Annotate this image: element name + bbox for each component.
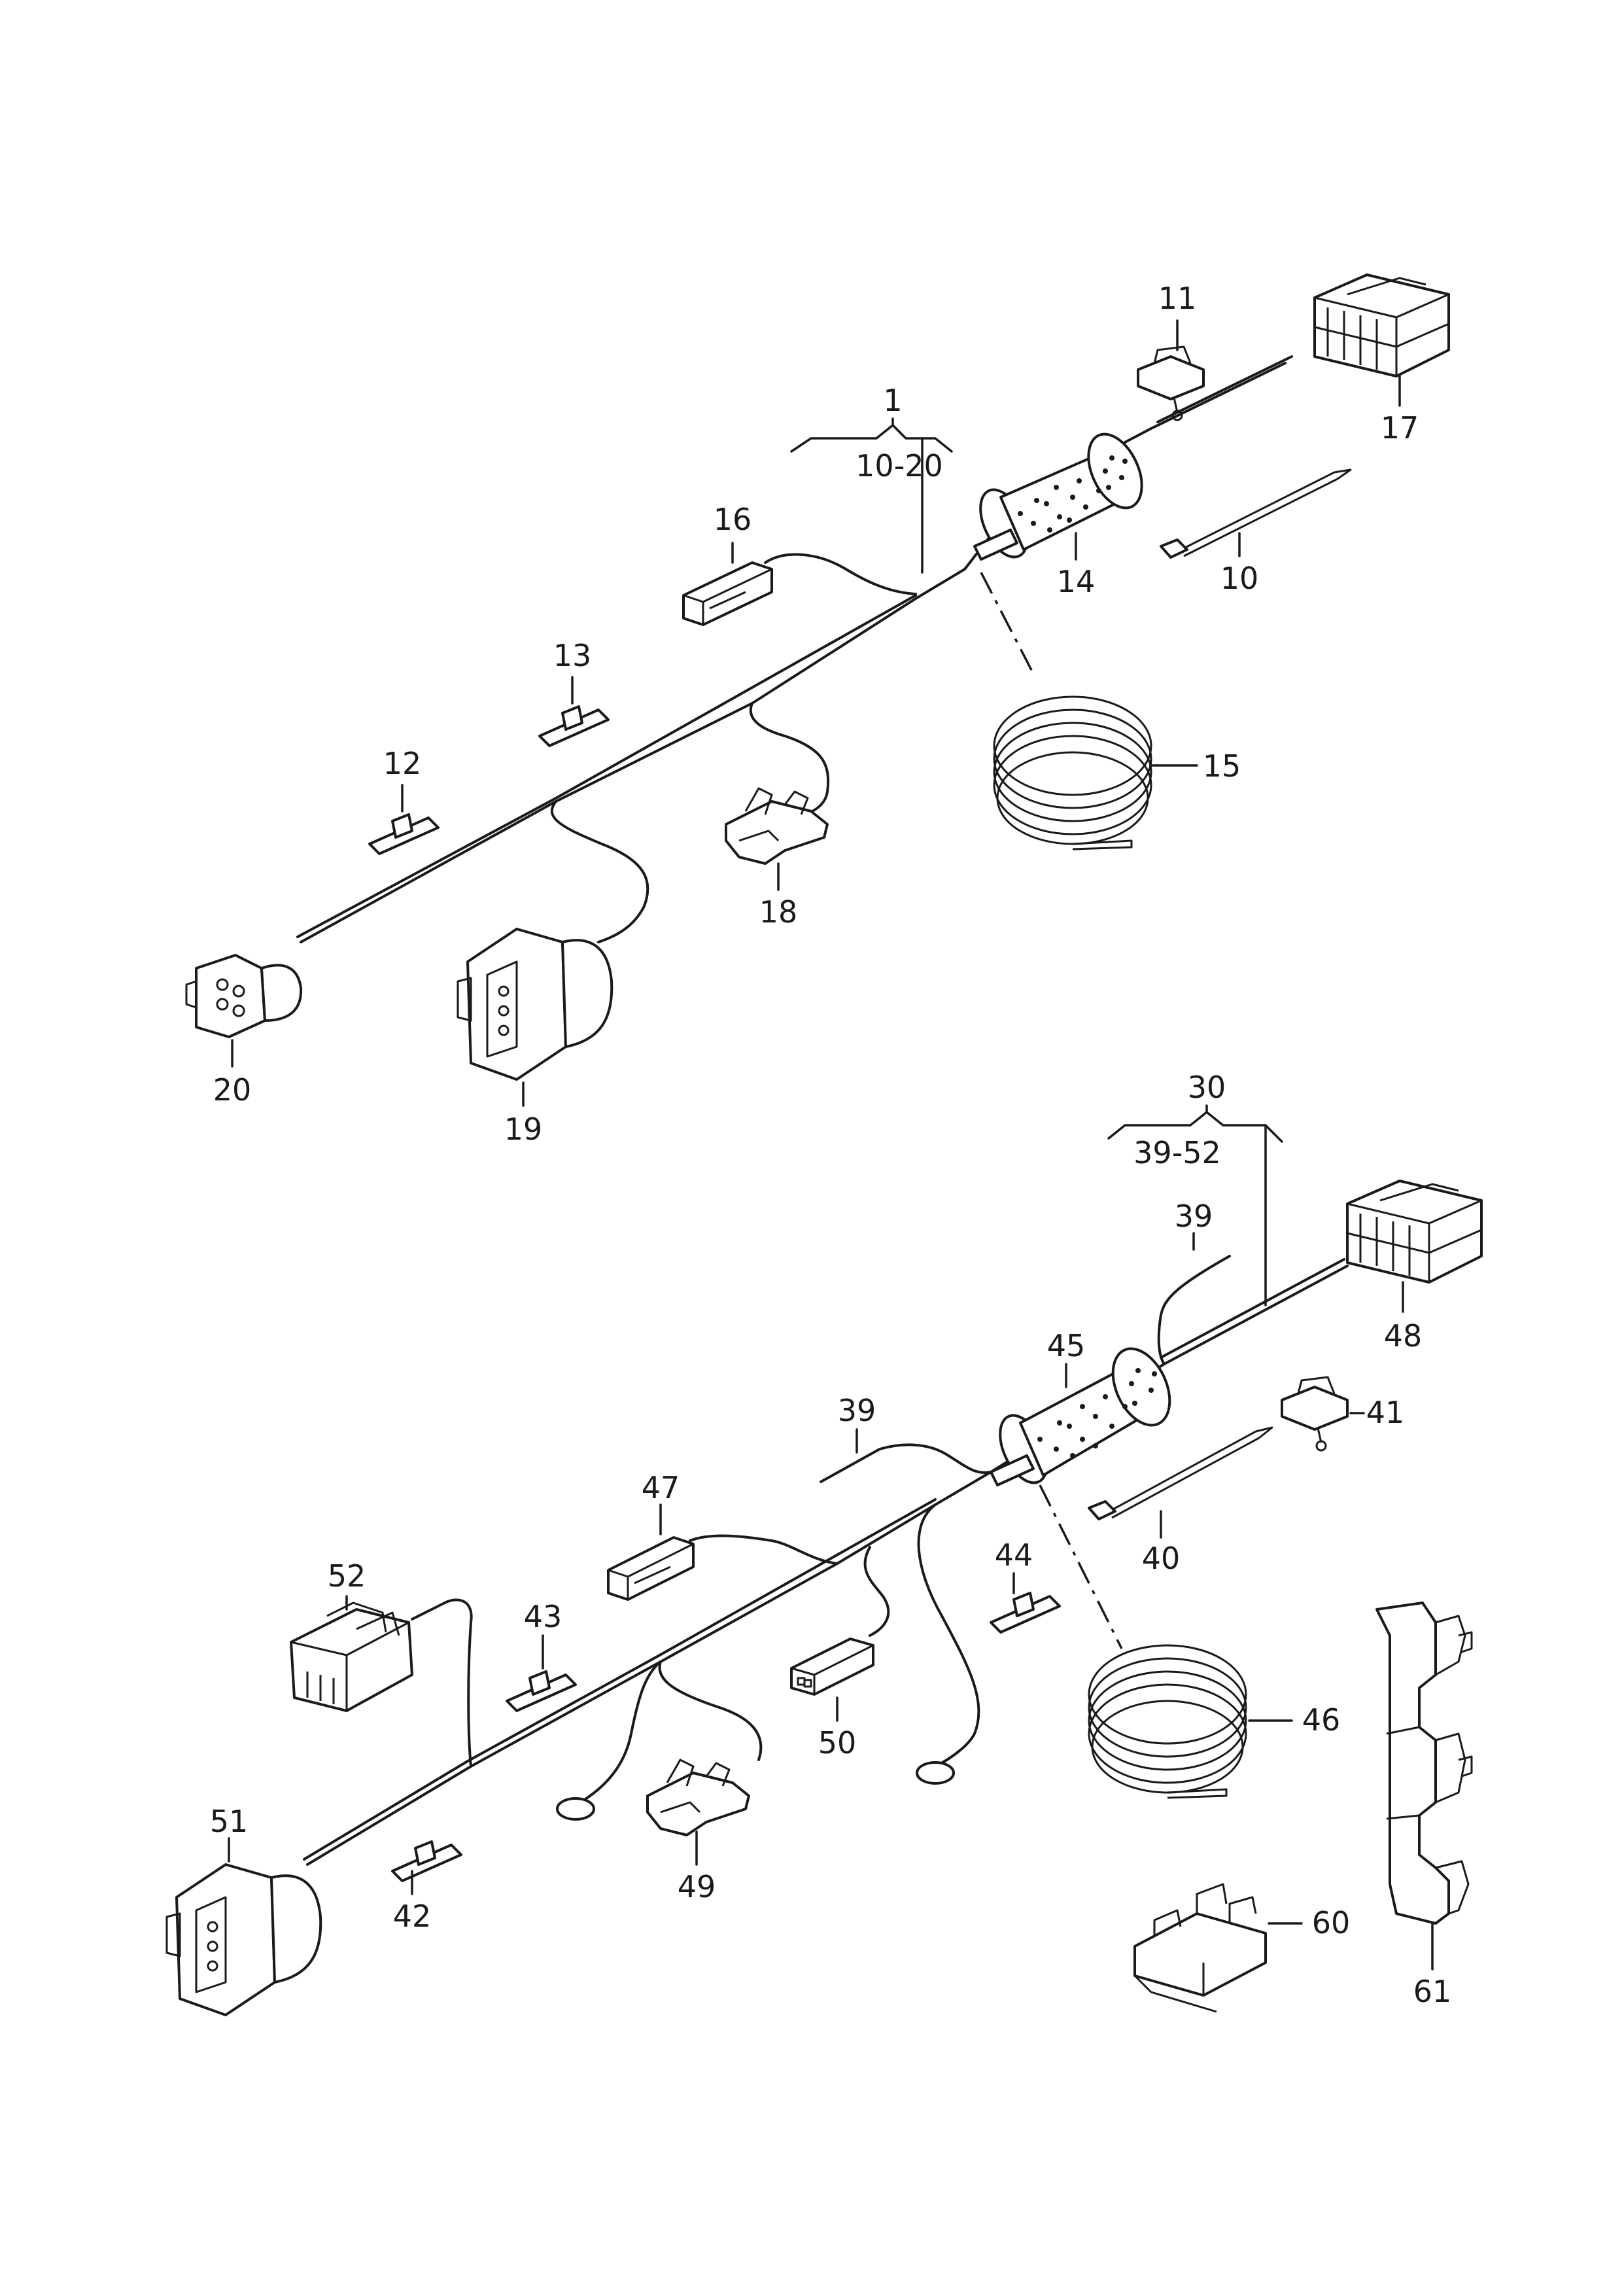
cable-tie-40	[1088, 1426, 1273, 1520]
callout-52: 52	[328, 1558, 366, 1594]
connector-48	[1346, 1180, 1483, 1284]
callout-12: 12	[383, 746, 422, 781]
callout-46: 46	[1302, 1702, 1341, 1738]
callout-49: 49	[678, 1869, 716, 1904]
branch-to-16	[764, 553, 917, 595]
connector-47	[607, 1536, 695, 1601]
callout-39-upper: 39	[1175, 1199, 1213, 1234]
callout-30: 30	[1188, 1070, 1226, 1105]
branch-to-47	[689, 1534, 838, 1565]
harness-30-assembly: 30 39-52 39 48 45 39 41 40 47 44 52 43 4…	[165, 1070, 1483, 2016]
callout-42: 42	[393, 1899, 432, 1934]
callout-61: 61	[1413, 1974, 1452, 2009]
callout-19: 19	[504, 1112, 543, 1147]
coil-46-leader	[1039, 1484, 1123, 1649]
callout-39-lower: 39	[838, 1393, 876, 1428]
wire-39-lower	[820, 1443, 992, 1483]
connector-51	[165, 1863, 322, 2016]
callout-51: 51	[210, 1804, 249, 1839]
tape-12	[368, 813, 440, 855]
callout-20: 20	[213, 1072, 252, 1108]
coil-15-leader	[980, 572, 1035, 674]
callout-range-39-52: 39-52	[1133, 1135, 1221, 1170]
callout-11: 11	[1158, 281, 1197, 316]
branch-to-52	[411, 1598, 473, 1768]
wire-39-upper	[1157, 1255, 1231, 1365]
harness-1-assembly: 1 10-20 11 17 16 14 10 13 15 12 18 20 19	[185, 273, 1450, 1147]
connector-16	[682, 561, 773, 626]
connector-50	[790, 1638, 874, 1696]
callout-43: 43	[524, 1599, 562, 1634]
harness-30-main-wire	[306, 1265, 1349, 1866]
tape-42	[391, 1840, 462, 1882]
tape-13	[538, 705, 610, 747]
tape-43	[506, 1670, 577, 1712]
branch-to-50	[863, 1546, 890, 1637]
callout-1: 1	[883, 383, 902, 418]
part-61	[1375, 1602, 1473, 1925]
callout-15: 15	[1203, 748, 1241, 784]
branch-to-18	[750, 702, 830, 816]
branch-to-19	[551, 800, 649, 943]
clip-41	[1281, 1376, 1349, 1452]
callout-60: 60	[1312, 1905, 1351, 1940]
harness-1-main-wire	[300, 362, 1287, 943]
branch-to-ring-terminal	[917, 1503, 980, 1768]
callout-41: 41	[1366, 1395, 1405, 1430]
connector-19	[457, 928, 613, 1081]
bracket-49	[646, 1759, 750, 1836]
callout-50: 50	[818, 1725, 857, 1761]
branch-to-49	[658, 1660, 763, 1761]
callout-48: 48	[1384, 1318, 1423, 1354]
bracket-18	[725, 787, 829, 865]
coil-46	[1088, 1644, 1247, 1799]
ring-terminal-left	[556, 1797, 595, 1821]
callout-10: 10	[1220, 561, 1259, 596]
callout-17: 17	[1381, 410, 1419, 446]
grommet-14	[973, 432, 1143, 561]
callout-16: 16	[714, 502, 752, 537]
callout-13: 13	[553, 638, 592, 673]
connector-17	[1313, 273, 1450, 377]
callout-44: 44	[995, 1537, 1033, 1573]
clip-11	[1137, 345, 1205, 421]
callout-14: 14	[1057, 564, 1096, 599]
callout-45: 45	[1047, 1328, 1086, 1363]
connector-20	[185, 954, 303, 1038]
callout-40: 40	[1142, 1541, 1181, 1576]
callout-18: 18	[759, 894, 798, 930]
callout-47: 47	[642, 1470, 680, 1505]
branch-to-ring-left	[584, 1660, 662, 1800]
connector-52	[290, 1602, 413, 1712]
coil-15	[993, 695, 1152, 850]
part-60	[1133, 1883, 1267, 2013]
cable-tie-10	[1160, 468, 1352, 559]
ring-terminal-right	[916, 1761, 955, 1785]
callout-range-10-20: 10-20	[855, 448, 943, 483]
tape-44	[990, 1592, 1061, 1634]
grommet-45	[990, 1347, 1171, 1486]
